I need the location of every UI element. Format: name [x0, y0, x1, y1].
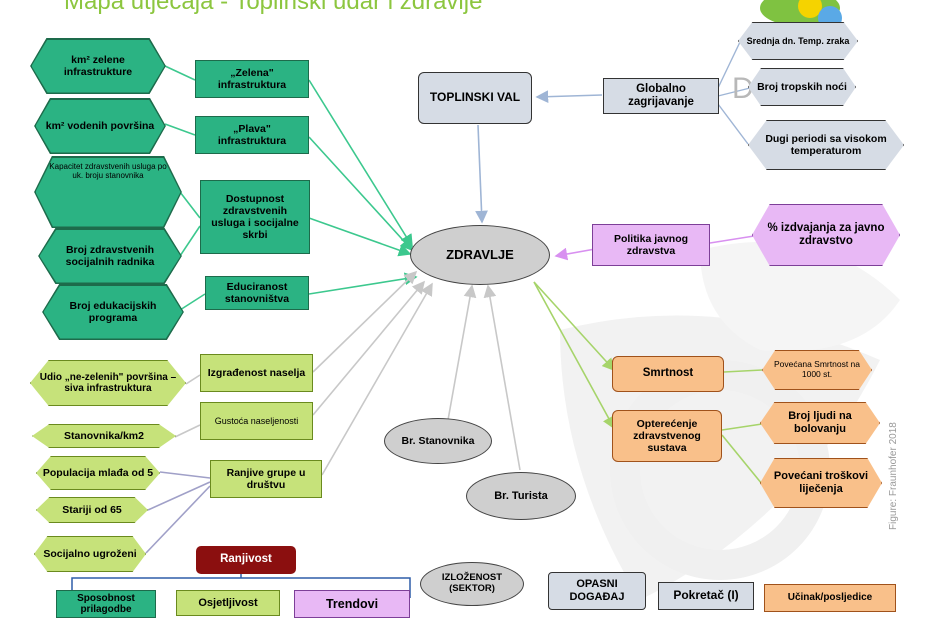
figure-credit: Figure: Fraunhofer 2018	[888, 422, 899, 530]
broj-radnika-node: Broj zdravstvenih socijalnih radnika	[38, 228, 182, 284]
troskovi-node: Povećani troškovi liječenja	[760, 458, 882, 508]
izdvajanja-node: % izdvajanja za javno zdravstvo	[752, 204, 900, 266]
smrtnost-node: Smrtnost	[612, 356, 724, 392]
stanovnika-km2-node: Stanovnika/km2	[32, 424, 176, 448]
legend-ucinak: Učinak/posljedice	[764, 584, 896, 612]
kapacitet-node: Kapacitet zdravstvenih usluga po uk. bro…	[34, 156, 182, 228]
broj-programa-node: Broj edukacijskih programa	[42, 284, 184, 340]
page-title: Mapa utjecaja - Toplinski udar i zdravlj…	[64, 0, 483, 15]
legend-opasni-dogadjaj: OPASNI DOGAĐAJ	[548, 572, 646, 610]
srednja-temp-node: Srednja dn. Temp. zraka	[738, 22, 858, 60]
br-turista-node: Br. Turista	[466, 472, 576, 520]
broj-tropskih-noci-node: Broj tropskih noći	[748, 68, 856, 106]
populacija-mladja-node: Populacija mlađa od 5	[36, 456, 160, 490]
stariji-od-65-node: Stariji od 65	[36, 497, 148, 523]
legend-osjetljivost: Osjetljivost	[176, 590, 280, 616]
izgradjenost-node: Izgrađenost naselja	[200, 354, 313, 392]
br-stanovnika-node: Br. Stanovnika	[384, 418, 492, 464]
socijalno-ugrozeni-node: Socijalno ugroženi	[34, 536, 146, 572]
dostupnost-node: Dostupnost zdravstvenih usluga i socijal…	[200, 180, 310, 254]
bolovanje-node: Broj ljudi na bolovanju	[760, 402, 880, 444]
km2-vodenih-node: km² vodenih površina	[34, 98, 166, 154]
globalno-zagrijavanje-node: Globalno zagrijavanje	[603, 78, 719, 114]
gustoca-node: Gustoća naseljenosti	[200, 402, 313, 440]
zdravlje-node: ZDRAVLJE	[410, 225, 550, 285]
logo-icon	[760, 0, 842, 30]
povecana-smrtnost-node: Povećana Smrtnost na 1000 st.	[762, 350, 872, 390]
legend-pokretac: Pokretač (I)	[658, 582, 754, 610]
km2-zelene-node: km² zelene infrastrukture	[30, 38, 166, 94]
dugi-periodi-node: Dugi periodi sa visokom temperaturom	[748, 120, 904, 170]
politika-node: Politika javnog zdravstva	[592, 224, 710, 266]
legend-izlozenost: IZLOŽENOST (SEKTOR)	[420, 562, 524, 606]
zelena-infrastruktura-node: „Zelena" infrastruktura	[195, 60, 309, 98]
udio-ne-zelenih-node: Udio „ne-zelenih" površina – siva infras…	[30, 360, 186, 406]
legend-trendovi: Trendovi	[294, 590, 410, 618]
educiranost-node: Educiranost stanovništva	[205, 276, 309, 310]
toplinski-val-node: TOPLINSKI VAL	[418, 72, 532, 124]
opterecenje-node: Opterećenje zdravstvenog sustava	[612, 410, 722, 462]
legend-ranjivost: Ranjivost	[196, 546, 296, 574]
plava-infrastruktura-node: „Plava" infrastruktura	[195, 116, 309, 154]
legend-sposobnost: Sposobnost prilagodbe	[56, 590, 156, 618]
ranjive-grupe-node: Ranjive grupe u društvu	[210, 460, 322, 498]
